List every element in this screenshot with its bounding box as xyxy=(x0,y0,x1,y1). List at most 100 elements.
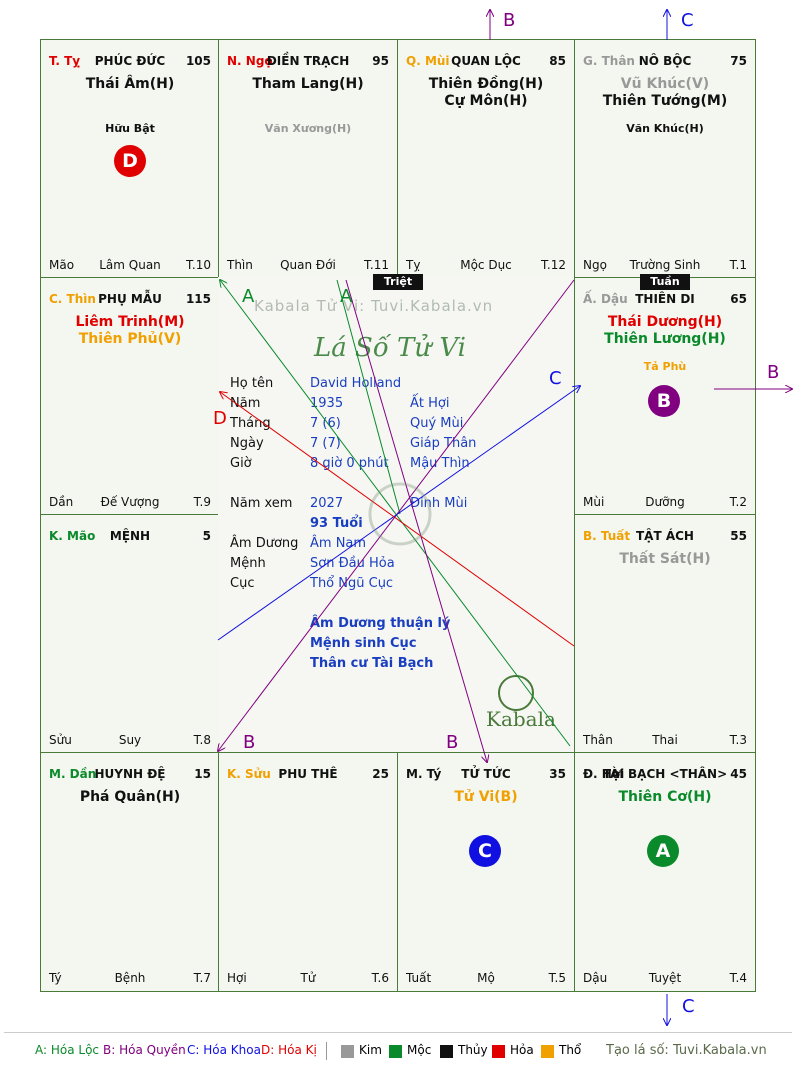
branch-name: Đ. Hợi xyxy=(583,767,625,781)
arrow-label-b-top: B xyxy=(503,10,516,31)
main-star: Thiên Lương(H) xyxy=(604,331,726,347)
site-link[interactable]: Tạo lá số: Tuvi.Kabala.vn xyxy=(606,1043,767,1058)
info-label: Âm Dương xyxy=(230,536,299,551)
footer-left: Dần xyxy=(49,495,74,509)
arrow-label-b-left: B xyxy=(243,732,256,753)
info-value: Âm Nam xyxy=(310,536,367,551)
note: Âm Dương thuận lý xyxy=(310,616,451,631)
main-star: Phá Quân(H) xyxy=(79,789,181,805)
legend-b: B: Hóa Quyền xyxy=(103,1043,186,1057)
legend-divider xyxy=(4,1032,792,1033)
footer-left: Mão xyxy=(49,258,75,272)
main-star: Thiên Tướng(M) xyxy=(602,93,728,109)
footer-left: Thân xyxy=(583,733,613,747)
legend-a: A: Hóa Lộc xyxy=(35,1043,100,1057)
info-label: Tháng xyxy=(230,416,271,431)
legend-tho: Thổ xyxy=(559,1043,582,1057)
main-stars: Thái Dương(H)Thiên Lương(H) xyxy=(575,314,755,348)
branch-name: M. Dần xyxy=(49,767,97,781)
info-value: Sơn Đầu Hỏa xyxy=(310,556,395,571)
branch-name: Q. Mùi xyxy=(406,54,450,68)
footer-right: T.8 xyxy=(193,733,211,747)
footer-left: Tý xyxy=(49,971,62,985)
branch-name: T. Tỵ xyxy=(49,54,81,68)
footer-right: T.3 xyxy=(729,733,747,747)
palace-number: 55 xyxy=(730,529,747,543)
palace-name: TÀI BẠCH <THÂN> xyxy=(602,767,728,781)
main-star: Vũ Khúc(V) xyxy=(620,76,710,92)
footer-right: T.1 xyxy=(729,258,747,272)
info-value: 7 (6) xyxy=(310,416,341,431)
footer-left: Mùi xyxy=(583,495,605,509)
footer-center: Trường Sinh xyxy=(629,258,701,272)
palace-name: TỬ TỨC xyxy=(461,767,511,781)
main-star: Tử Vi(B) xyxy=(454,789,518,805)
swatch-thuy xyxy=(440,1045,453,1058)
info-can-chi: Ất Hợi xyxy=(410,396,450,411)
palace-number: 15 xyxy=(194,767,211,781)
footer-right: T.5 xyxy=(548,971,566,985)
footer-left: Dậu xyxy=(583,971,608,985)
badge-b: B xyxy=(648,385,680,417)
legend-kim: Kim xyxy=(359,1043,382,1057)
main-stars: Thiên Cơ(H) xyxy=(575,789,755,806)
info-value: David Holland xyxy=(310,376,402,391)
year-value: 2027 xyxy=(310,496,344,511)
footer-right: T.12 xyxy=(541,258,566,272)
branch-name: K. Sửu xyxy=(227,767,271,781)
main-stars: Liêm Trinh(M)Thiên Phủ(V) xyxy=(41,314,219,348)
arrow-label-a-1: A xyxy=(242,286,255,307)
legend-d: D: Hóa Kị xyxy=(261,1043,317,1057)
year-can-chi: Đinh Mùi xyxy=(410,496,468,511)
palace-name: MỆNH xyxy=(109,529,151,543)
branch-name: K. Mão xyxy=(49,529,96,543)
info-can-chi: Quý Mùi xyxy=(410,416,464,431)
branch-name: B. Tuất xyxy=(583,529,631,543)
footer-center: Đế Vượng xyxy=(100,495,160,509)
palace-number: 65 xyxy=(730,292,747,306)
palace-number: 5 xyxy=(202,529,211,543)
info-label: Giờ xyxy=(230,456,252,471)
note: Mệnh sinh Cục xyxy=(310,636,417,651)
main-star: Thiên Cơ(H) xyxy=(618,789,712,805)
legend-moc: Mộc xyxy=(407,1043,432,1057)
swatch-hoa xyxy=(492,1045,505,1058)
footer-left: Tỵ xyxy=(406,258,421,272)
branch-name: G. Thân xyxy=(583,54,635,68)
info-label: Năm xyxy=(230,396,261,411)
arrow-label-b-mid: B xyxy=(446,732,459,753)
footer-left: Tuất xyxy=(406,971,432,985)
footer-center: Mộ xyxy=(477,971,495,985)
info-can-chi: Mậu Thìn xyxy=(410,456,470,471)
info-label: Mệnh xyxy=(230,556,266,571)
palace-name: PHỤ MẪU xyxy=(98,292,162,306)
main-star: Tham Lang(H) xyxy=(252,76,364,92)
legend-sep xyxy=(326,1042,327,1060)
footer-right: T.2 xyxy=(729,495,747,509)
palace-number: 95 xyxy=(372,54,389,68)
palace-number: 25 xyxy=(372,767,389,781)
main-star: Thất Sát(H) xyxy=(619,551,711,567)
main-star: Thái Dương(H) xyxy=(607,314,723,330)
chart-title: Lá Số Tử Vi xyxy=(314,333,467,363)
palace-name: HUYNH ĐỆ xyxy=(94,767,166,781)
info-value: 8 giờ 0 phút xyxy=(310,456,389,471)
note: Thân cư Tài Bạch xyxy=(310,656,434,671)
footer-center: Thai xyxy=(652,733,678,747)
footer-center: Dưỡng xyxy=(645,495,685,509)
age: 93 Tuổi xyxy=(310,516,363,531)
watermark-text: Kabala Tử Vi: Tuvi.Kabala.vn xyxy=(254,297,494,315)
palace-name: PHÚC ĐỨC xyxy=(94,54,166,68)
footer-center: Bệnh xyxy=(114,971,146,985)
main-stars: Tham Lang(H) xyxy=(219,76,397,93)
main-star: Thái Âm(H) xyxy=(85,76,175,92)
arrow-label-a-2: A xyxy=(340,286,353,307)
info-label: Cục xyxy=(230,576,255,591)
triet-tag: Triệt xyxy=(373,274,423,290)
